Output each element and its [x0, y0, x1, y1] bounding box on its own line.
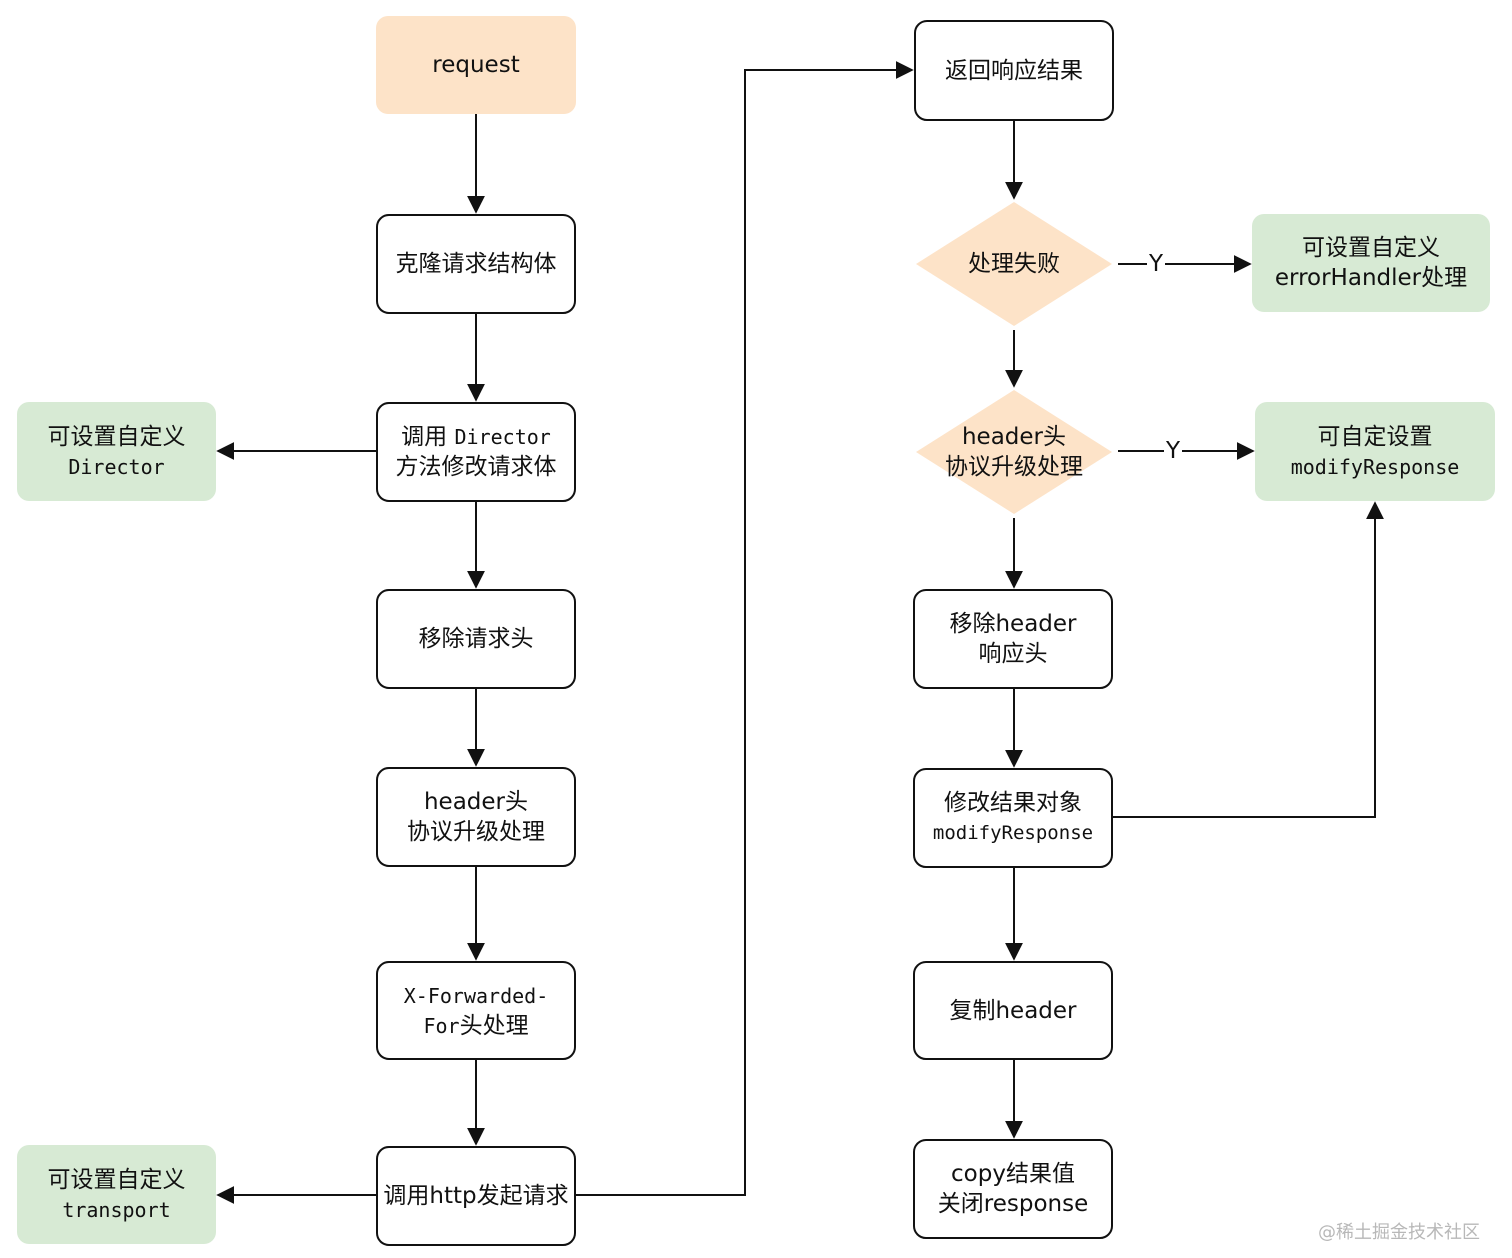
- edge-label-yes-2: Y: [1164, 438, 1183, 464]
- node-modify-result: 修改结果对象 modifyResponse: [913, 768, 1113, 868]
- custom-director-line1: 可设置自定义: [47, 423, 186, 450]
- node-remove-response-headers: 移除header 响应头: [913, 589, 1113, 689]
- fail-check-text: 处理失败: [968, 251, 1060, 277]
- watermark: @稀土掘金技术社区: [1318, 1222, 1480, 1243]
- node-director-call: 调用 Director 方法修改请求体: [376, 402, 576, 502]
- upgrade-left-line2: 协议升级处理: [407, 819, 545, 845]
- node-custom-transport: 可设置自定义 transport: [17, 1145, 216, 1244]
- node-error-handler: 可设置自定义 errorHandler处理: [1252, 214, 1490, 312]
- node-upgrade-left: header头 协议升级处理: [376, 767, 576, 867]
- node-copy-header-label: 复制header: [949, 997, 1077, 1024]
- node-remove-request-headers: 移除请求头: [376, 589, 576, 689]
- node-clone-struct: 克隆请求结构体: [376, 214, 576, 314]
- modify-result-line2: modifyResponse: [932, 822, 1094, 844]
- node-remove-req-label: 移除请求头: [418, 626, 534, 652]
- edge-label-yes-1: Y: [1147, 251, 1166, 277]
- diamond-upgrade-label: header头 协议升级处理: [914, 388, 1114, 516]
- node-custom-director: 可设置自定义 Director: [17, 402, 216, 501]
- director-call-keyword: Director: [454, 425, 551, 449]
- node-return-result-label: 返回响应结果: [945, 57, 1083, 84]
- node-request-label: request: [432, 52, 520, 78]
- diamond-upgrade-right: [916, 390, 1112, 514]
- modify-custom-line1: 可自定设置: [1317, 423, 1433, 450]
- xff-line1: X-Forwarded-: [403, 983, 549, 1008]
- node-copy-header: 复制header: [913, 961, 1113, 1060]
- director-call-prefix: 调用: [401, 424, 455, 450]
- node-http-call-label: 调用http发起请求: [383, 1183, 569, 1209]
- xff-for: For: [423, 1013, 460, 1038]
- edge-modifyresult-custom: [1113, 501, 1384, 818]
- custom-transport-line2: transport: [62, 1197, 171, 1222]
- copy-close-line1: copy结果值: [951, 1161, 1075, 1187]
- upgrade-right-line1: header头: [961, 424, 1067, 450]
- node-copy-close: copy结果值 关闭response: [913, 1139, 1113, 1239]
- custom-transport-line1: 可设置自定义: [47, 1166, 186, 1193]
- custom-director-line2: Director: [68, 454, 165, 479]
- node-http-call: 调用http发起请求: [376, 1146, 576, 1246]
- node-return-result: 返回响应结果: [914, 20, 1114, 121]
- remove-resp-line1: 移除header: [949, 611, 1077, 637]
- node-xff: X-Forwarded- For头处理: [376, 961, 576, 1060]
- error-handler-line2: errorHandler处理: [1274, 265, 1468, 291]
- error-handler-line1: 可设置自定义: [1302, 235, 1440, 261]
- modify-result-line1: 修改结果对象: [944, 790, 1082, 816]
- modify-custom-line2: modifyResponse: [1290, 454, 1460, 479]
- node-request: request: [376, 16, 576, 114]
- upgrade-left-line1: header头: [423, 789, 529, 815]
- remove-resp-line2: 响应头: [978, 641, 1048, 667]
- xff-suffix: 头处理: [459, 1012, 529, 1039]
- diamond-fail-check: [916, 202, 1112, 326]
- node-modify-response-custom: 可自定设置 modifyResponse: [1255, 402, 1495, 501]
- node-clone-label: 克隆请求结构体: [395, 251, 557, 277]
- diamond-fail-label: 处理失败: [914, 200, 1114, 328]
- copy-close-line2: 关闭response: [937, 1191, 1089, 1217]
- director-call-suffix: 方法修改请求体: [395, 454, 557, 480]
- edge-http-return: [576, 61, 914, 1196]
- upgrade-right-line2: 协议升级处理: [945, 454, 1083, 480]
